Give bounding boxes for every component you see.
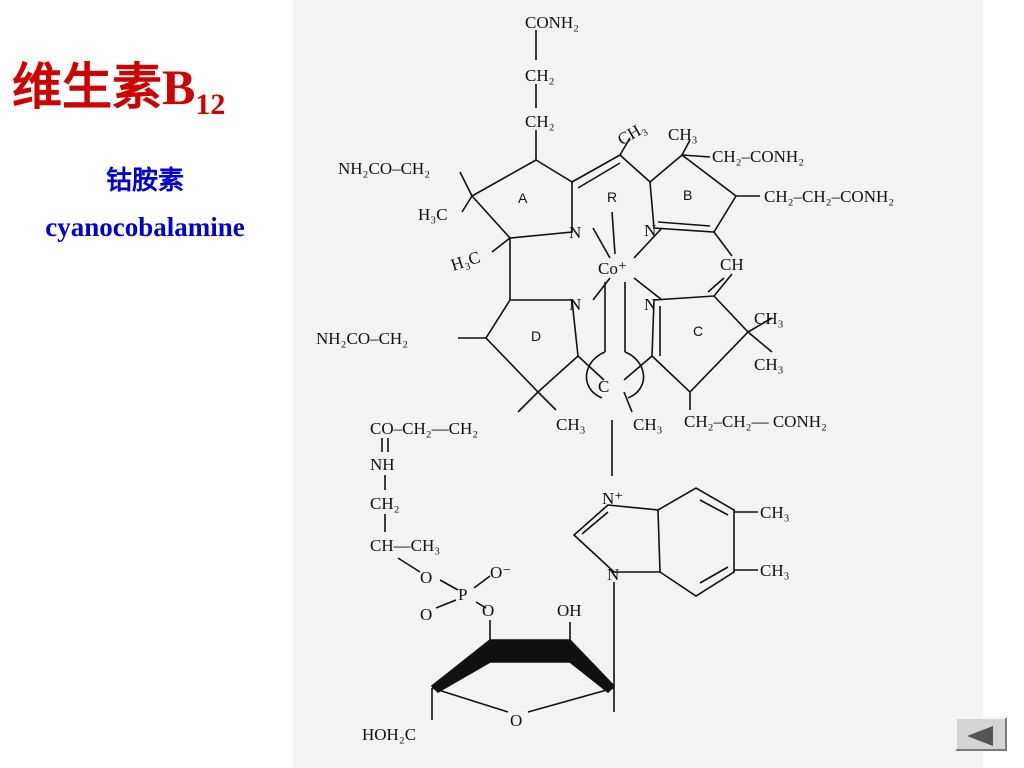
atom-c-bridge: C	[598, 377, 609, 396]
atom-ch2-top2: CH₂	[525, 112, 555, 131]
slide-title: 维生素B12	[12, 62, 225, 120]
cyanocobalamin-structure-diagram: A B C D R CONH₂ CH₂ CH₂ CH₃ CH₃ CH₂–CONH…	[316, 13, 894, 744]
atom-right-chain: CH₂–CH₂–CONH₂	[764, 187, 894, 206]
atom-h3c-lower: H₃C	[449, 247, 483, 274]
atom-ch3-top-right: CH₃	[668, 125, 698, 144]
atom-ch2-side: CH₂	[370, 494, 400, 513]
atom-ch-ch3: CH—CH₃	[370, 536, 440, 555]
title-subscript: 12	[195, 88, 226, 121]
atom-oh: OH	[557, 601, 582, 620]
atom-co-chain: CO–CH₂—CH₂	[370, 419, 478, 438]
atom-ch-right: CH	[720, 255, 744, 274]
atom-bottom-right-chain: CH₂–CH₂— CONH₂	[684, 412, 827, 431]
atom-n-bottom-right: N	[644, 295, 656, 314]
atom-ch2-top1: CH₂	[525, 66, 555, 85]
atom-n-bottom-left: N	[569, 295, 581, 314]
triangle-left-icon	[967, 725, 993, 746]
atom-ch3-bottom: CH₃	[633, 415, 663, 434]
atom-ch3-benz2: CH₃	[760, 561, 790, 580]
atom-p: P	[458, 585, 467, 604]
atom-conh2-top: CONH₂	[525, 13, 579, 32]
ring-label-d: D	[531, 328, 541, 344]
ring-label-a: A	[518, 190, 528, 206]
atom-h3c-upper: H₃C	[418, 205, 448, 224]
wedge-bonds	[430, 638, 616, 694]
atom-ch3-right2: CH₃	[754, 355, 784, 374]
atom-n-lower: N	[607, 565, 619, 584]
subtitle-chinese: 钴胺素	[105, 166, 184, 195]
atom-o-minus: O⁻	[490, 563, 511, 582]
atom-n-top-left: N	[569, 223, 581, 242]
ring-label-r: R	[607, 189, 617, 205]
ring-label-c: C	[693, 323, 703, 339]
atom-ch3-benz1: CH₃	[760, 503, 790, 522]
atom-o-lower-right: O	[482, 601, 494, 620]
atom-labels: CONH₂ CH₂ CH₂ CH₃ CH₃ CH₂–CONH₂ CH₂–CH₂–…	[316, 13, 894, 744]
structure-figure: A B C D R CONH₂ CH₂ CH₂ CH₃ CH₃ CH₂–CONH…	[293, 0, 983, 768]
atom-n-top-right: N	[644, 221, 656, 240]
atom-hoh2c: HOH₂C	[362, 725, 416, 744]
atom-ch2-conh2-right: CH₂–CONH₂	[712, 147, 804, 166]
ring-labels: A B C D R	[518, 187, 703, 344]
atom-co-center: Co⁺	[598, 259, 627, 278]
atom-nh2co-ch2-lower: NH₂CO–CH₂	[316, 329, 408, 348]
atom-nh: NH	[370, 455, 395, 474]
atom-ch3-bottom-center: CH₃	[556, 415, 586, 434]
atom-o-ring: O	[510, 711, 522, 730]
ring-label-b: B	[683, 187, 692, 203]
atom-o-lower-left: O	[420, 605, 432, 624]
atom-ch3-upper: CH₃	[614, 118, 649, 149]
atom-ch3-right1: CH₃	[754, 309, 784, 328]
atom-o-left: O	[420, 568, 432, 587]
subtitle-english: cyanocobalamine	[45, 212, 245, 242]
previous-slide-button[interactable]	[955, 717, 1007, 751]
bonds	[381, 30, 773, 720]
atom-n-plus: N⁺	[602, 489, 623, 508]
title-main: 维生素B	[12, 59, 196, 115]
atom-nh2co-ch2-upper: NH₂CO–CH₂	[338, 159, 430, 178]
